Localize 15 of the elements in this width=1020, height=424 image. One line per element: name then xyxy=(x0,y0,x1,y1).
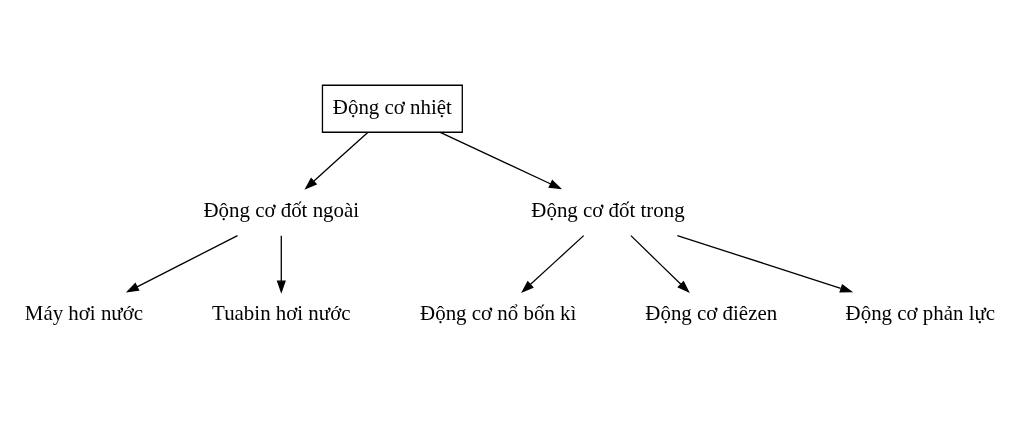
node-text: Động cơ đốt trong xyxy=(531,197,685,222)
node-text: Động cơ phản lực xyxy=(845,301,996,326)
arrow xyxy=(521,235,585,293)
arrow xyxy=(676,235,854,293)
arrow xyxy=(439,131,563,190)
arrow xyxy=(276,235,286,294)
node-text: Tuabin hơi nước xyxy=(212,301,351,326)
arrow xyxy=(125,235,239,293)
node-text: Động cơ đốt ngoài xyxy=(203,197,360,222)
arrow xyxy=(630,235,690,294)
arrow xyxy=(304,131,369,190)
node-text: Động cơ nổ bốn kì xyxy=(420,301,577,326)
node-text: Máy hơi nước xyxy=(24,301,144,326)
node-text: Động cơ điêzen xyxy=(645,301,778,326)
node-box: Động cơ nhiệt xyxy=(321,84,463,133)
